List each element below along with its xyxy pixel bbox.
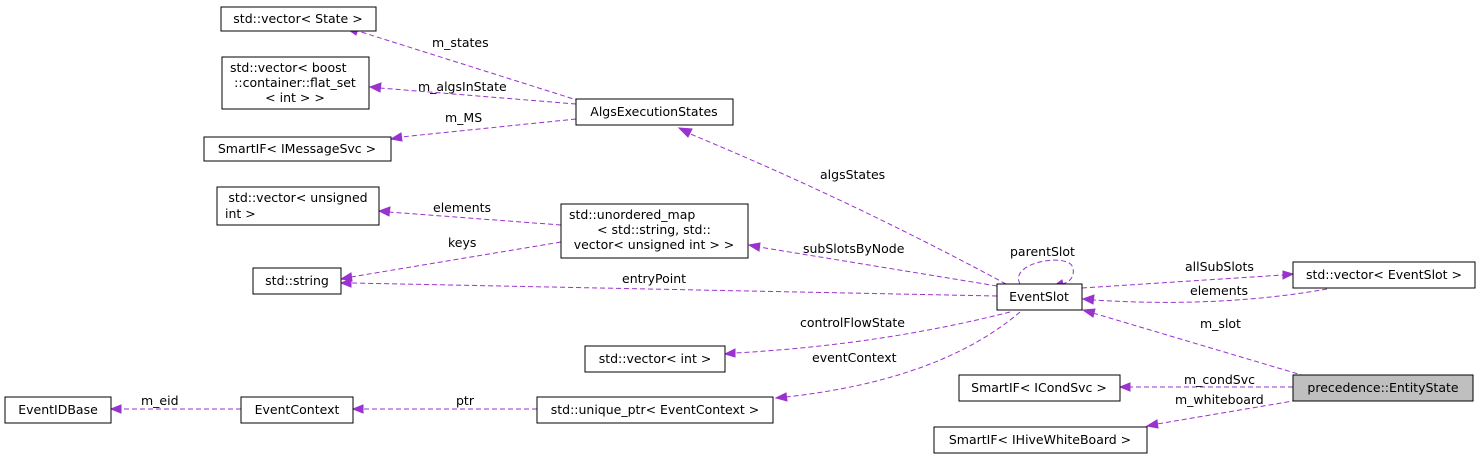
edge-event-context: eventContext: [774, 311, 1021, 402]
edge-label-m-states: m_states: [432, 35, 489, 50]
edge-m-cond-svc: m_condSvc: [1118, 372, 1293, 392]
edge-label-parent-slot: parentSlot: [1010, 244, 1075, 259]
edge-label-m-cond-svc: m_condSvc: [1184, 372, 1255, 387]
node-event-context[interactable]: EventContext: [240, 396, 354, 424]
edge-elements-uint: elements: [377, 200, 562, 226]
svg-text:vector< unsigned int > >: vector< unsigned int > >: [574, 237, 735, 252]
edge-parent-slot: parentSlot: [1010, 244, 1075, 289]
svg-text:SmartIF< ICondSvc >: SmartIF< ICondSvc >: [971, 380, 1107, 395]
node-std-string[interactable]: std::string: [252, 267, 342, 295]
edge-algs-states: algsStates: [677, 127, 1007, 285]
svg-text:std::vector< State >: std::vector< State >: [233, 11, 362, 26]
svg-text:int >: int >: [225, 206, 256, 221]
svg-text:std::string: std::string: [265, 273, 329, 288]
svg-text:EventIDBase: EventIDBase: [18, 402, 98, 417]
svg-text:precedence::EntityState: precedence::EntityState: [1307, 380, 1458, 395]
edge-label-all-sub-slots: allSubSlots: [1185, 259, 1254, 274]
edge-sub-slots-by-node: subSlotsByNode: [747, 241, 998, 287]
edge-label-m-eid: m_eid: [141, 393, 179, 408]
node-smartif-imessagesvc[interactable]: SmartIF< IMessageSvc >: [203, 136, 392, 162]
node-algs-execution-states[interactable]: AlgsExecutionStates: [575, 98, 734, 126]
svg-text:EventSlot: EventSlot: [1009, 289, 1069, 304]
edge-elements-eventslot: elements: [1081, 283, 1328, 305]
edge-label-ptr: ptr: [456, 393, 475, 408]
edge-label-event-context: eventContext: [812, 350, 897, 365]
svg-text:std::unique_ptr< EventContext: std::unique_ptr< EventContext >: [551, 402, 760, 417]
node-event-id-base[interactable]: EventIDBase: [4, 396, 112, 424]
edge-keys: keys: [339, 235, 562, 282]
edge-label-keys: keys: [448, 235, 476, 250]
svg-text:SmartIF< IMessageSvc >: SmartIF< IMessageSvc >: [218, 141, 376, 156]
node-vector-unsigned-int[interactable]: std::vector< unsigned int >: [216, 186, 380, 226]
svg-text:std::vector< EventSlot >: std::vector< EventSlot >: [1306, 267, 1462, 282]
node-smartif-ihivewhiteboard[interactable]: SmartIF< IHiveWhiteBoard >: [933, 426, 1148, 454]
svg-text:std::unordered_map: std::unordered_map: [569, 207, 695, 222]
edge-label-elements-uint: elements: [433, 200, 491, 215]
node-smartif-icondsvc[interactable]: SmartIF< ICondSvc >: [958, 374, 1121, 402]
edge-label-elements-eventslot: elements: [1190, 283, 1248, 298]
svg-text:::container::flat_set: ::container::flat_set: [234, 75, 356, 90]
edge-label-algs-states: algsStates: [820, 167, 885, 182]
edge-control-flow-state: controlFlowState: [723, 311, 1011, 358]
edge-ptr: ptr: [351, 393, 537, 414]
svg-text:std::vector< int >: std::vector< int >: [599, 351, 712, 366]
node-event-slot[interactable]: EventSlot: [996, 283, 1083, 311]
edge-m-whiteboard: m_whiteboard: [1145, 392, 1306, 429]
edge-label-m-algs-in-state: m_algsInState: [418, 79, 507, 94]
edge-m-slot: m_slot: [1081, 308, 1306, 377]
svg-text:< int > >: < int > >: [265, 90, 325, 105]
svg-text:EventContext: EventContext: [255, 402, 340, 417]
svg-text:std::vector< boost: std::vector< boost: [230, 60, 347, 75]
edge-m-ms: m_MS: [389, 110, 577, 142]
node-entity-state[interactable]: precedence::EntityState: [1292, 374, 1474, 402]
svg-text:AlgsExecutionStates: AlgsExecutionStates: [590, 104, 717, 119]
edge-entry-point: entryPoint: [339, 271, 998, 297]
edge-label-m-slot: m_slot: [1200, 316, 1241, 331]
edge-m-algs-in-state: m_algsInState: [368, 79, 577, 105]
svg-text:< std::string, std::: < std::string, std::: [597, 222, 711, 237]
node-unique-ptr-event-context[interactable]: std::unique_ptr< EventContext >: [536, 396, 774, 424]
edge-label-sub-slots-by-node: subSlotsByNode: [803, 241, 905, 256]
node-unordered-map[interactable]: std::unordered_map < std::string, std:: …: [560, 203, 749, 259]
edge-label-control-flow-state: controlFlowState: [800, 315, 905, 330]
node-vector-event-slot[interactable]: std::vector< EventSlot >: [1292, 261, 1476, 289]
node-vector-state[interactable]: std::vector< State >: [220, 6, 377, 32]
edge-all-sub-slots: allSubSlots: [1081, 259, 1295, 289]
node-vector-int[interactable]: std::vector< int >: [584, 345, 726, 373]
node-vector-flat-set[interactable]: std::vector< boost ::container::flat_set…: [221, 56, 370, 110]
edge-m-eid: m_eid: [109, 393, 241, 414]
edge-label-m-ms: m_MS: [445, 110, 482, 125]
edge-label-m-whiteboard: m_whiteboard: [1175, 392, 1264, 407]
svg-text:std::vector< unsigned: std::vector< unsigned: [228, 190, 367, 205]
svg-text:SmartIF< IHiveWhiteBoard >: SmartIF< IHiveWhiteBoard >: [949, 432, 1131, 447]
edge-label-entry-point: entryPoint: [622, 271, 686, 286]
